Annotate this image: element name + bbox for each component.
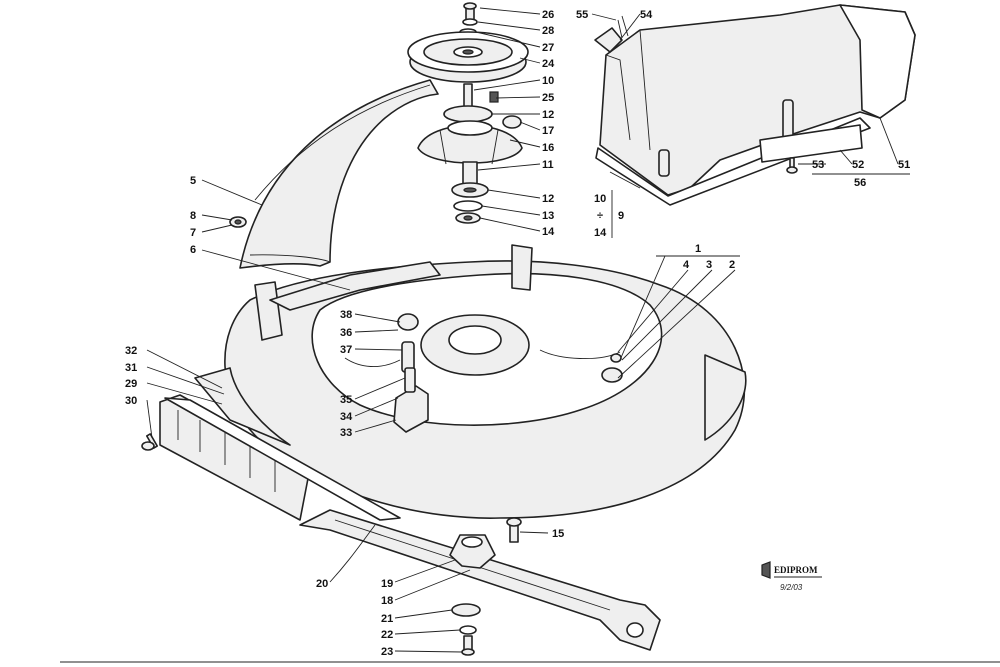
bolt-15: [506, 517, 522, 543]
logo-code: 9/2/03: [780, 583, 803, 592]
range-to: 14: [594, 227, 607, 239]
callout-51: 51: [898, 159, 910, 171]
range-group: 10 ÷ 14 9: [594, 193, 624, 239]
pulley-stack: [407, 2, 529, 224]
callout-37: 37: [340, 344, 352, 356]
callout-32: 32: [125, 345, 137, 357]
callout-27: 27: [542, 42, 554, 54]
ediprom-logo: EDIPROM 9/2/03: [761, 561, 822, 592]
callout-26: 26: [542, 9, 554, 21]
callout-6: 6: [190, 244, 196, 256]
callout-12a: 12: [542, 109, 554, 121]
bolt-30: [141, 433, 159, 451]
callout-52: 52: [852, 159, 864, 171]
callout-10: 10: [542, 75, 554, 87]
callout-7: 7: [190, 227, 196, 239]
callout-36: 36: [340, 327, 352, 339]
callout-29: 29: [125, 378, 137, 390]
logo-mark-icon: [761, 561, 771, 579]
callout-2: 2: [729, 259, 735, 271]
callout-13: 13: [542, 210, 554, 222]
callout-17: 17: [542, 125, 554, 137]
range-result: 9: [618, 210, 624, 222]
belt-cover: [239, 79, 439, 269]
callout-4: 4: [683, 259, 690, 271]
nut-8-washer-7: [229, 216, 247, 228]
callout-5: 5: [190, 175, 196, 187]
callout-numbers: 26 55 54 28 27 24 10 25 12 17 16 11 12 1…: [125, 9, 910, 658]
callout-31: 31: [125, 362, 137, 374]
callout-24: 24: [542, 58, 555, 70]
callout-35: 35: [340, 394, 352, 406]
callout-8: 8: [190, 210, 196, 222]
callout-16: 16: [542, 142, 554, 154]
callout-3: 3: [706, 259, 712, 271]
mower-deck: [194, 244, 747, 519]
callout-56: 56: [854, 177, 866, 189]
callout-55: 55: [576, 9, 588, 21]
callout-1: 1: [695, 243, 701, 255]
callout-25: 25: [542, 92, 554, 104]
callout-33: 33: [340, 427, 352, 439]
callout-14: 14: [542, 226, 555, 238]
callout-23: 23: [381, 646, 393, 658]
blade-hub: [449, 534, 496, 569]
range-divider: ÷: [597, 210, 603, 222]
callout-19: 19: [381, 578, 393, 590]
callout-34: 34: [340, 411, 353, 423]
callout-22: 22: [381, 629, 393, 641]
blade-washer-bolt: [451, 603, 481, 656]
callout-28: 28: [542, 25, 554, 37]
screw-53: [786, 157, 798, 174]
callout-20: 20: [316, 578, 328, 590]
callout-12b: 12: [542, 193, 554, 205]
cutting-blade: [299, 509, 661, 651]
range-from: 10: [594, 193, 606, 205]
callout-38: 38: [340, 309, 352, 321]
callout-30: 30: [125, 395, 137, 407]
callout-53: 53: [812, 159, 824, 171]
callout-21: 21: [381, 613, 393, 625]
callout-11: 11: [542, 159, 554, 171]
chute-bracket-52: [759, 124, 863, 163]
front-baffle: [159, 394, 401, 521]
callout-54: 54: [640, 9, 653, 21]
discharge-chute: [594, 4, 916, 206]
leader-lines: [146, 7, 910, 653]
logo-brand: EDIPROM: [774, 565, 818, 575]
callout-15: 15: [552, 528, 564, 540]
callout-18: 18: [381, 595, 393, 607]
